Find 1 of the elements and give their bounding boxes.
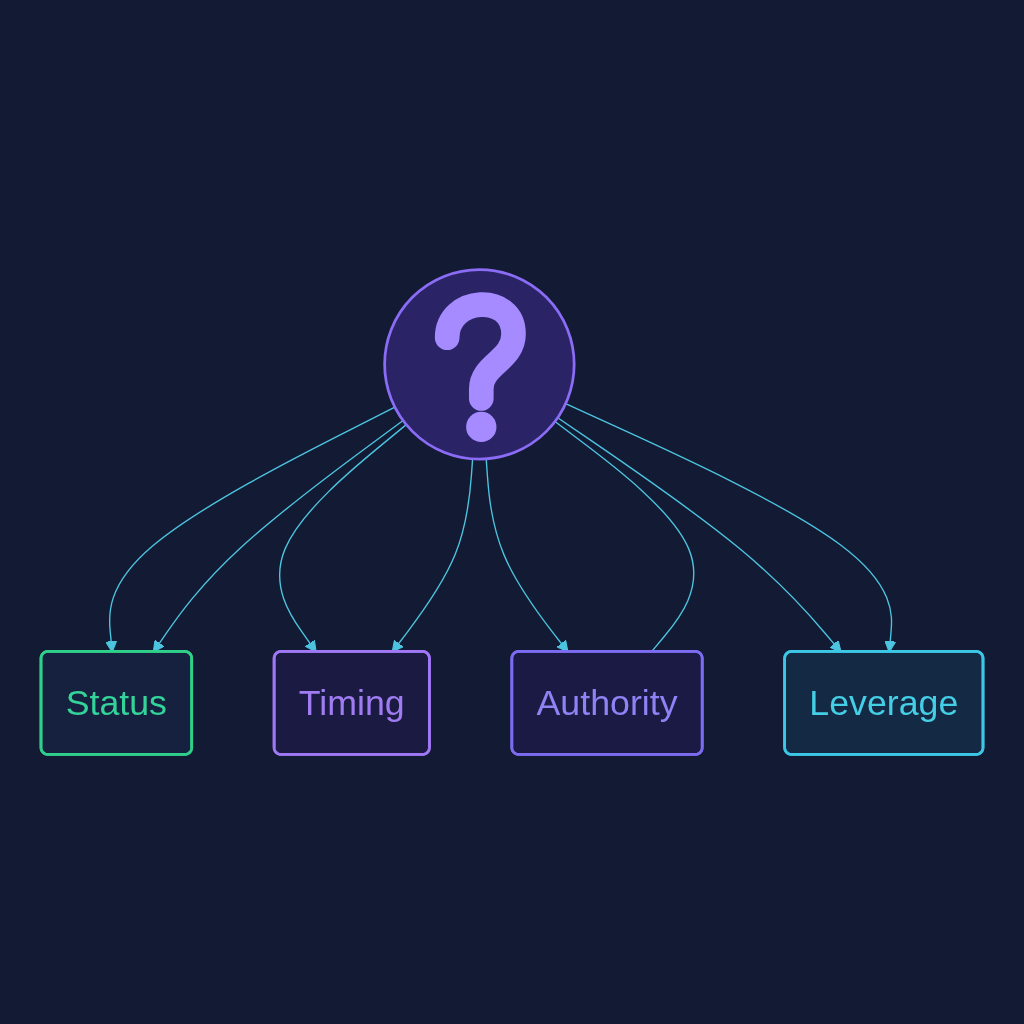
node-picture [383, 268, 576, 461]
